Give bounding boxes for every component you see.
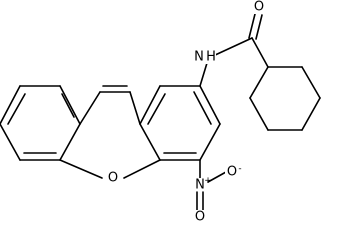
- carbonyl-oxygen-label: O: [254, 0, 264, 15]
- bond: [301, 66, 321, 99]
- atom-layer: O N H O N + O - O: [106, 0, 266, 225]
- bond: [251, 37, 269, 68]
- bond: [0, 85, 21, 125]
- nitro-oxygen-minus-label: O: [227, 165, 237, 180]
- amide-nitrogen-label: N: [194, 50, 204, 65]
- bond-inner: [147, 93, 166, 125]
- bond: [139, 85, 161, 125]
- bond: [0, 123, 21, 161]
- bond-double: [248, 13, 256, 39]
- bond-inner: [7, 93, 26, 125]
- bond: [139, 123, 161, 161]
- bond: [79, 91, 101, 125]
- bond: [199, 85, 221, 125]
- bond-layer: [0, 13, 321, 183]
- bond-double: [255, 14, 263, 40]
- bond: [59, 159, 103, 179]
- bond: [249, 97, 269, 131]
- bond-inner: [193, 91, 212, 125]
- nitro-minus-charge: -: [238, 164, 241, 174]
- bond: [129, 91, 141, 125]
- nitro-nitrogen-label: N: [195, 178, 205, 193]
- bond: [301, 97, 321, 131]
- bond: [207, 171, 227, 183]
- amide-hydrogen-label: H: [206, 50, 216, 65]
- nitro-oxygen-label: O: [195, 210, 205, 225]
- bond: [199, 123, 221, 161]
- bond-inner: [61, 93, 75, 118]
- ring-oxygen-label: O: [108, 171, 118, 186]
- bond: [249, 66, 269, 99]
- bond: [59, 85, 81, 125]
- bond: [123, 159, 161, 179]
- bond: [212, 37, 253, 57]
- nitro-plus-charge: +: [204, 176, 212, 186]
- bond: [199, 62, 208, 87]
- bond: [59, 123, 81, 161]
